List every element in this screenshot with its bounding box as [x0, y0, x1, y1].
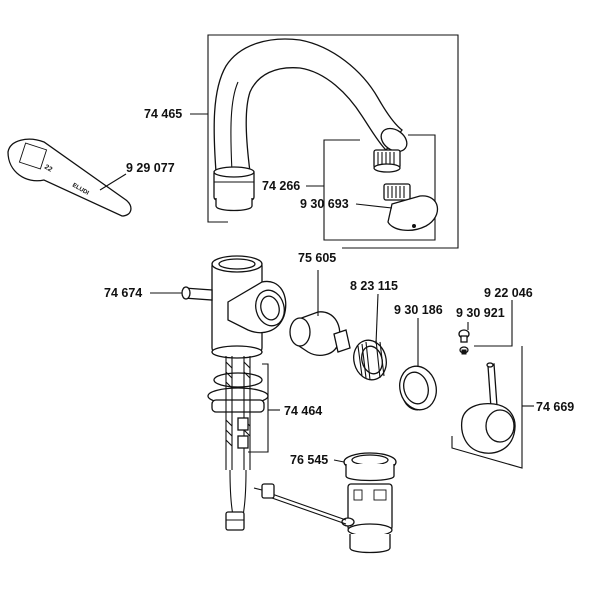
- label-9-30-186: 9 30 186: [394, 303, 443, 317]
- label-9-22-046: 9 22 046: [484, 286, 533, 300]
- screw-group: [458, 300, 513, 355]
- cartridge: [289, 270, 351, 356]
- spout-bracket: [190, 34, 459, 249]
- spanner-text-b: 22: [43, 164, 53, 174]
- spanner: ELUDI 22: [7, 138, 132, 217]
- label-74-674: 74 674: [104, 286, 142, 300]
- label-9-30-693: 9 30 693: [300, 197, 349, 211]
- label-8-23-115: 8 23 115: [350, 279, 398, 293]
- escutcheon: [399, 318, 437, 411]
- handle: [451, 346, 534, 469]
- label-74-465: 74 465: [144, 107, 182, 121]
- label-9-30-921: 9 30 921: [456, 306, 505, 320]
- aerator-bracket: [306, 134, 436, 241]
- label-74-266: 74 266: [262, 179, 300, 193]
- label-74-464: 74 464: [284, 404, 322, 418]
- mixer-body: [150, 255, 287, 359]
- spout: [213, 38, 408, 212]
- label-76-545: 76 545: [290, 453, 328, 467]
- cartridge-nut: [353, 293, 387, 381]
- label-75-605: 75 605: [298, 251, 336, 265]
- waste-set: [253, 452, 397, 554]
- label-9-29-077: 9 29 077: [126, 161, 175, 175]
- fixing-set: [207, 356, 280, 531]
- label-74-669: 74 669: [536, 400, 574, 414]
- aerator: [355, 149, 438, 232]
